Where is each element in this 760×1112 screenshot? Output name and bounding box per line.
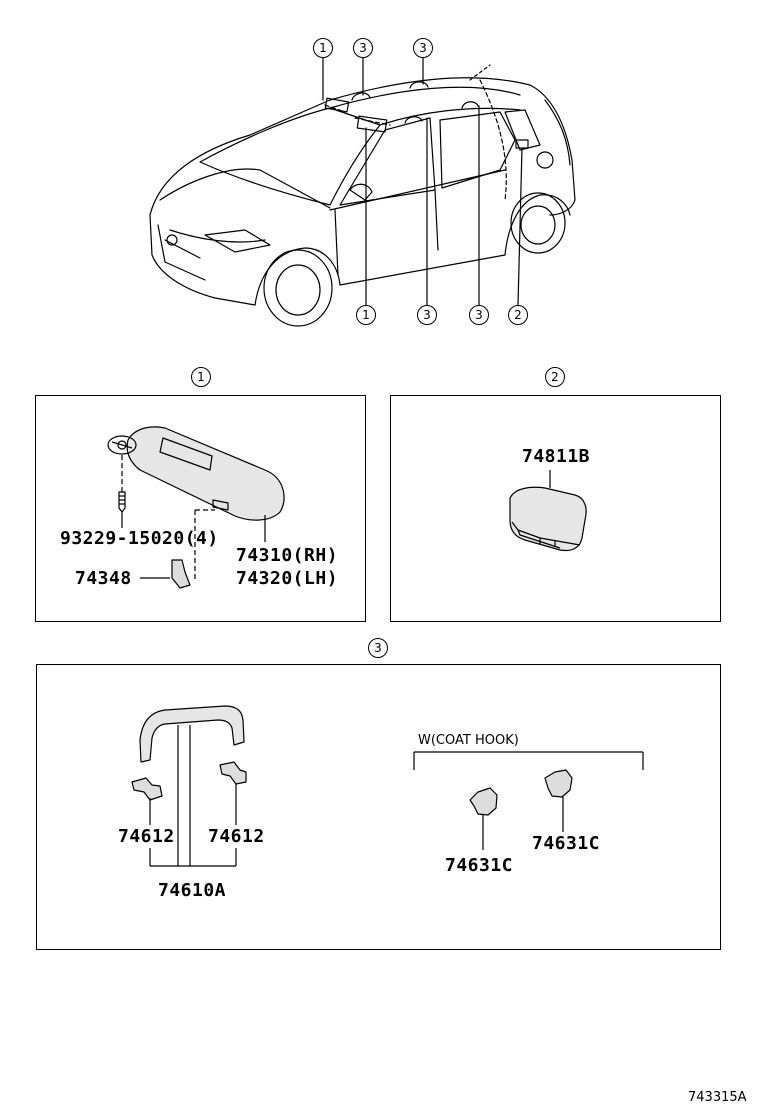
part-holder: 74348 (75, 568, 132, 589)
diagram-code: 743315A (688, 1090, 747, 1105)
part-grip: 74610A (158, 880, 227, 901)
part-hook-left: 74631C (445, 855, 514, 876)
part-visor-rh: 74310(RH) (236, 545, 339, 566)
car-callout-bottom-3a: 3 (417, 305, 437, 325)
car-callout-top-3b: 3 (413, 38, 433, 58)
car-callout-bottom-3b: 3 (469, 305, 489, 325)
car-callout-top-1: 1 (313, 38, 333, 58)
panel-sun-visor (35, 395, 366, 622)
section-1-label: 1 (191, 367, 211, 387)
section-3-label: 3 (368, 638, 388, 658)
car-callout-bottom-2: 2 (508, 305, 528, 325)
part-screw: 93229-15020(4) (60, 528, 219, 549)
coat-hook-label: W(COAT HOOK) (418, 733, 519, 748)
part-visor-lh: 74320(LH) (236, 568, 339, 589)
part-hook-right: 74631C (532, 833, 601, 854)
panel-grip-hook (36, 664, 721, 950)
part-bracket-left: 74612 (118, 826, 175, 847)
car-callout-top-3a: 3 (353, 38, 373, 58)
section-2-label: 2 (545, 367, 565, 387)
panel-room-lamp (390, 395, 721, 622)
part-lamp: 74811B (522, 446, 591, 467)
car-callout-bottom-1: 1 (356, 305, 376, 325)
part-bracket-right: 74612 (208, 826, 265, 847)
